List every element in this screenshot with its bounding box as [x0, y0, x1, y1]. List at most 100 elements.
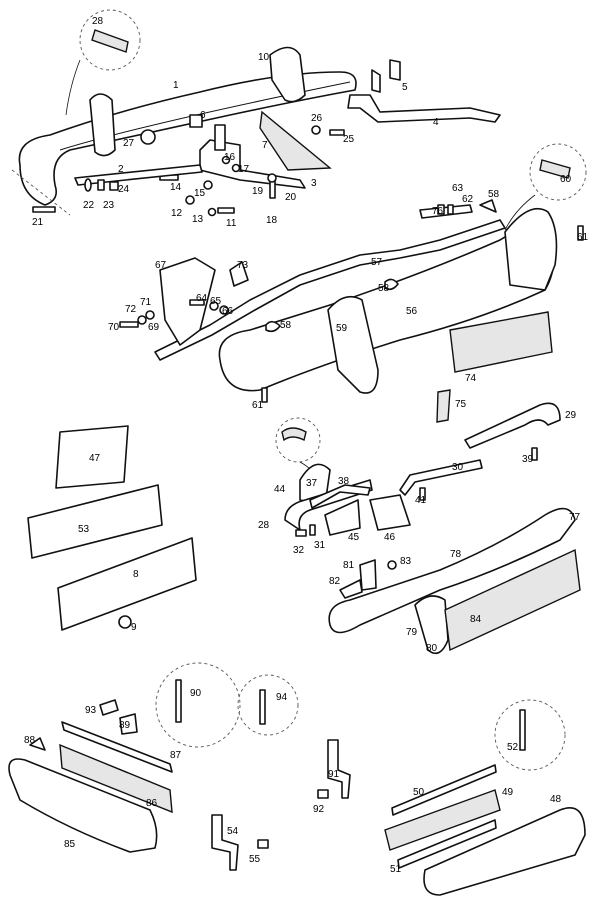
label-14: 14: [170, 182, 182, 193]
label-19: 19: [252, 186, 264, 197]
bolt-61-right: [577, 225, 584, 241]
label-85: 85: [64, 839, 76, 850]
label-76: 76: [432, 206, 444, 217]
label-23: 23: [103, 200, 115, 211]
label-93: 93: [85, 705, 97, 716]
label-31: 31: [314, 540, 326, 551]
nut-17: [231, 163, 241, 173]
label-45: 45: [348, 532, 360, 543]
label-55: 55: [249, 854, 261, 865]
label-56: 56: [406, 306, 418, 317]
label-50: 50: [413, 787, 425, 798]
callout-labels: 28 1 10 5 4 6 7 26 25 27 16 17 3 2 14 15…: [24, 16, 589, 875]
washer-12: [185, 195, 195, 205]
nut-26: [311, 125, 321, 135]
label-86: 86: [146, 798, 158, 809]
rivet-52: [519, 709, 526, 751]
bolt-21: [32, 206, 56, 213]
overrider-59: [327, 295, 379, 394]
label-80: 80: [426, 643, 438, 654]
label-51: 51: [390, 864, 402, 875]
washer-65: [209, 301, 219, 311]
label-47: 47: [89, 453, 101, 464]
grommet-58-left: [265, 320, 281, 333]
strip-2: [74, 164, 203, 186]
label-11: 11: [226, 218, 237, 229]
bracket-5: [371, 59, 401, 93]
leader-28: [65, 59, 81, 116]
label-30: 30: [452, 462, 464, 473]
bracket-63: [419, 204, 473, 219]
end-cap-right: [504, 207, 558, 291]
label-89: 89: [119, 720, 131, 731]
detail-circle-90: [155, 662, 241, 748]
plate-47: [55, 425, 129, 489]
bottom-bumper-group: [8, 662, 586, 896]
label-22: 22: [83, 200, 95, 211]
label-27: 27: [123, 138, 135, 149]
strip-50: [391, 764, 497, 816]
label-58a: 58: [488, 189, 500, 200]
bumper-blade-56: [218, 223, 555, 392]
trim-strip-detail-28b: [281, 427, 307, 442]
support-bar-57: [154, 219, 506, 361]
strip-87: [61, 721, 173, 773]
washer-22: [84, 178, 92, 192]
bracket-46: [369, 494, 411, 531]
grommet-58-mid: [384, 278, 399, 291]
washer-15: [203, 180, 213, 190]
label-74: 74: [465, 373, 477, 384]
label-2: 2: [118, 164, 124, 175]
label-70: 70: [108, 322, 120, 333]
label-61a: 61: [577, 232, 589, 243]
leader-60: [504, 194, 536, 231]
label-4: 4: [433, 117, 439, 128]
bracket-82: [339, 579, 363, 599]
detail-circle-28b: [275, 417, 321, 463]
washer-71: [145, 310, 155, 320]
clip-88: [29, 737, 46, 751]
dash-guide: [11, 169, 71, 216]
rivet-94: [259, 689, 266, 725]
bracket-45: [324, 499, 361, 536]
label-61b: 61: [252, 400, 264, 411]
bolt-70: [119, 321, 139, 328]
front-bumper-group: [11, 9, 501, 217]
overrider-79: [414, 595, 449, 655]
bumper-blade-1: [18, 71, 357, 206]
washer-20: [267, 173, 277, 183]
bracket-89: [119, 713, 138, 735]
label-67: 67: [155, 260, 167, 271]
label-28a: 28: [92, 16, 104, 27]
label-39: 39: [522, 454, 534, 465]
label-63: 63: [452, 183, 464, 194]
overrider-left: [89, 93, 116, 157]
detail-circle-52: [494, 699, 566, 771]
label-7: 7: [262, 140, 268, 151]
label-52: 52: [507, 742, 519, 753]
label-94: 94: [276, 692, 288, 703]
plate-8: [57, 537, 197, 631]
nut-66: [219, 305, 229, 315]
label-46: 46: [384, 532, 396, 543]
tab-clip: [214, 124, 226, 151]
rear-bumper-group: [119, 143, 587, 423]
label-53: 53: [78, 524, 90, 535]
label-9: 9: [131, 622, 137, 633]
bolt-64: [189, 299, 205, 306]
grommet-27: [140, 129, 156, 145]
grommet-58-top: [479, 199, 497, 213]
label-38: 38: [338, 476, 350, 487]
nut-16: [221, 155, 231, 165]
reinforcement-49: [384, 789, 501, 851]
plates-group: [27, 425, 197, 631]
detail-circle-28: [79, 9, 141, 71]
label-49: 49: [502, 787, 514, 798]
grommet-83: [387, 560, 397, 570]
label-87: 87: [170, 750, 182, 761]
rivet-90: [175, 679, 182, 723]
label-28b: 28: [258, 520, 270, 531]
strip-51: [397, 819, 497, 869]
bracket-arm-67: [159, 257, 216, 346]
label-13: 13: [192, 214, 204, 225]
